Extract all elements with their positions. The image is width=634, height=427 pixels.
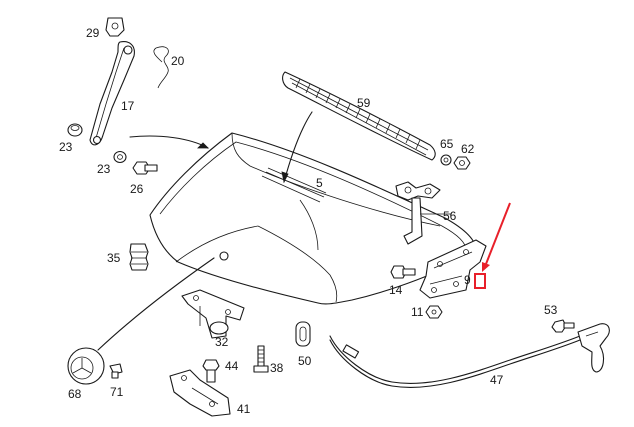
rubber-buffer-35: [129, 243, 149, 271]
bolt-26: [132, 161, 158, 175]
callout-68: 68: [68, 387, 82, 401]
callout-9: 9: [464, 273, 471, 287]
callout-14: 14: [389, 283, 403, 297]
highlight-arrow: [482, 202, 511, 272]
bolt-14: [390, 265, 416, 279]
callout-41: 41: [237, 402, 251, 416]
callout-35: 35: [107, 251, 121, 265]
callout-53: 53: [544, 303, 558, 317]
callout-5: 5: [316, 176, 323, 190]
leader-rod-arrowhead: [197, 142, 209, 149]
callout-50: 50: [298, 354, 312, 368]
spring-part-20: [153, 46, 169, 89]
callout-26: 26: [130, 182, 144, 196]
hood-hinge-56: [395, 181, 452, 245]
callout-56: 56: [443, 209, 457, 223]
callout-23-upper: 23: [59, 140, 73, 154]
release-cable-47: [329, 335, 581, 388]
release-handle-53: [577, 323, 610, 373]
stud-38: [253, 345, 269, 373]
bolt-44: [202, 359, 220, 383]
callout-38: 38: [270, 361, 284, 375]
clip-part-29: [105, 17, 125, 37]
leader-emblem-to-hood: [97, 257, 215, 351]
nut-65: [440, 154, 452, 166]
callout-71: 71: [110, 385, 124, 399]
callout-23-lower: 23: [97, 162, 111, 176]
emblem-68: [67, 347, 105, 385]
leader-rod-to-hood: [129, 135, 209, 149]
grommet-23-upper: [67, 123, 83, 137]
callout-29: 29: [86, 26, 100, 40]
lock-bracket-32: [181, 289, 245, 339]
rubber-stop-50: [295, 321, 311, 347]
callout-59: 59: [357, 96, 371, 110]
callout-47: 47: [490, 373, 504, 387]
callout-32: 32: [215, 335, 229, 349]
emblem-mount-point: [219, 251, 229, 261]
callout-20: 20: [171, 54, 185, 68]
callout-11: 11: [411, 305, 424, 319]
cowl-vent-grille: [282, 71, 436, 161]
highlight-box: [474, 273, 486, 289]
hood-latch-41: [169, 369, 231, 417]
nut-11: [425, 305, 443, 319]
callout-labels: 29 20 17 23 23 26 59 5 65 62 56 35 14 9 …: [59, 26, 558, 416]
hood-panel: [149, 132, 477, 305]
callout-62: 62: [461, 142, 475, 156]
nut-62: [453, 156, 471, 170]
hinge-assembly-9: [419, 239, 487, 299]
screw-71: [109, 363, 123, 379]
callout-17: 17: [121, 99, 135, 113]
callout-65: 65: [440, 137, 454, 151]
grommet-23-lower: [113, 150, 127, 164]
hood-support-rod: [89, 41, 135, 146]
callout-44: 44: [225, 359, 239, 373]
screw-53: [551, 319, 575, 333]
leader-grille-arrowhead: [281, 171, 289, 184]
